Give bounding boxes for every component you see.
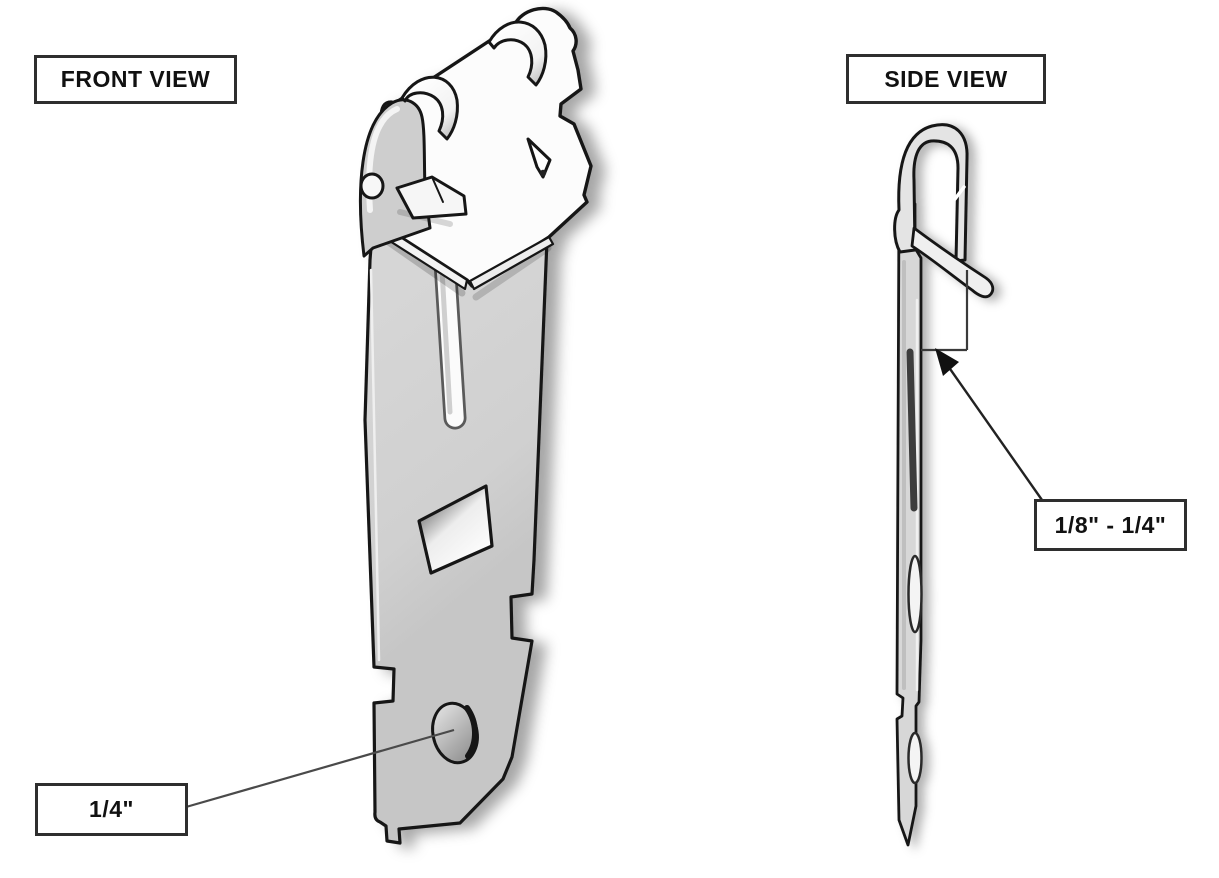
clip-bent-tab (395, 175, 468, 220)
square-hole (417, 484, 494, 575)
side-hook (893, 123, 969, 263)
clip-beak-cutout (526, 137, 552, 179)
clip-edge-shadow-right (472, 244, 552, 301)
range-arrow-line (947, 365, 1043, 501)
side-view-drawing (893, 123, 995, 847)
quarter-inch-callout-label: 1/4" (35, 783, 188, 836)
front-view-label: FRONT VIEW (34, 55, 237, 104)
annotations (185, 270, 1043, 809)
side-hook-joint-mark (953, 185, 966, 201)
clip-thickness-right (468, 235, 555, 291)
side-square-hole (907, 554, 923, 634)
clip-prong-right (487, 20, 548, 87)
round-hole-rim-shading (464, 705, 478, 759)
clip-bent-tab-crease (431, 176, 444, 203)
eighth-to-quarter-callout-label: 1/8" - 1/4" (1034, 499, 1187, 551)
side-view-label: SIDE VIEW (846, 54, 1046, 104)
clip-beak-tip (539, 169, 547, 177)
clip-prong-left (400, 75, 459, 141)
side-slot (906, 348, 918, 512)
fold-end-bead (359, 172, 385, 200)
side-round-hole (907, 731, 923, 785)
clip-edge-shadow-left (376, 232, 466, 297)
range-arrowhead (935, 348, 959, 376)
side-bent-tab (910, 226, 995, 299)
plate-left-edge-highlight (369, 268, 381, 662)
front-view-drawing (358, 6, 593, 845)
quarter-leader-line (185, 728, 455, 809)
